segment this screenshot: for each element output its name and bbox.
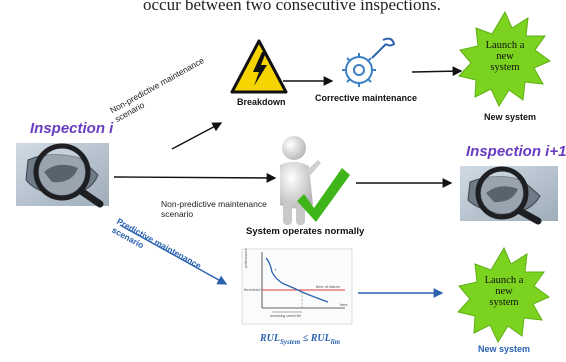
rul-sub-system: System [280,338,301,346]
degradation-curve [265,257,329,303]
new-system-top-label: New system [484,112,537,122]
mini-failure-label: time of failure [316,284,341,289]
warning-sign-icon [230,39,288,94]
inspection-start-image [16,143,109,208]
arrow-to-system-normal [113,173,277,183]
rul-sub-lim: lim [330,338,341,346]
rul-expression: RULSystem ≤ RULlim [260,333,340,346]
inspection-i-label: Inspection i [30,120,114,137]
mini-threshold-label: threshold [244,287,261,292]
launch-text-top: Launch a new system [485,40,525,73]
launch-star-top [458,10,551,108]
gear-wrench-icon [342,37,396,87]
person-checkmark-icon [280,136,350,225]
corrective-maintenance-label: Corrective maintenance [315,93,418,103]
rul-main-1: RUL [260,333,280,344]
system-normal-label: System operates normally [246,226,365,237]
scenario-middle-label: Non-predictive maintenance scenario [161,199,267,219]
launch-star-bottom [457,246,550,344]
launch-text-bottom: Launch a new system [484,275,524,308]
breakdown-label: Breakdown [237,97,286,107]
arrow-to-launch-top [411,66,463,77]
mini-rul-label: remaining useful life [270,314,302,318]
mini-xlabel: time [340,302,348,307]
rul-le: ≤ [300,333,311,344]
rul-main-2: RUL [310,333,331,344]
rul-mini-chart [241,248,353,325]
arrow-to-predictive-chart [119,224,228,285]
mini-point-label: t [275,267,277,272]
arrow-to-breakdown [171,122,223,150]
new-system-bottom-label: New system [478,344,531,354]
inspection-end-image [460,166,558,225]
top-caption: occur between two consecutive inspection… [143,0,441,14]
inspection-i-plus-1-label: Inspection i+1 [466,143,566,160]
mini-ylabel: performance [244,248,248,268]
